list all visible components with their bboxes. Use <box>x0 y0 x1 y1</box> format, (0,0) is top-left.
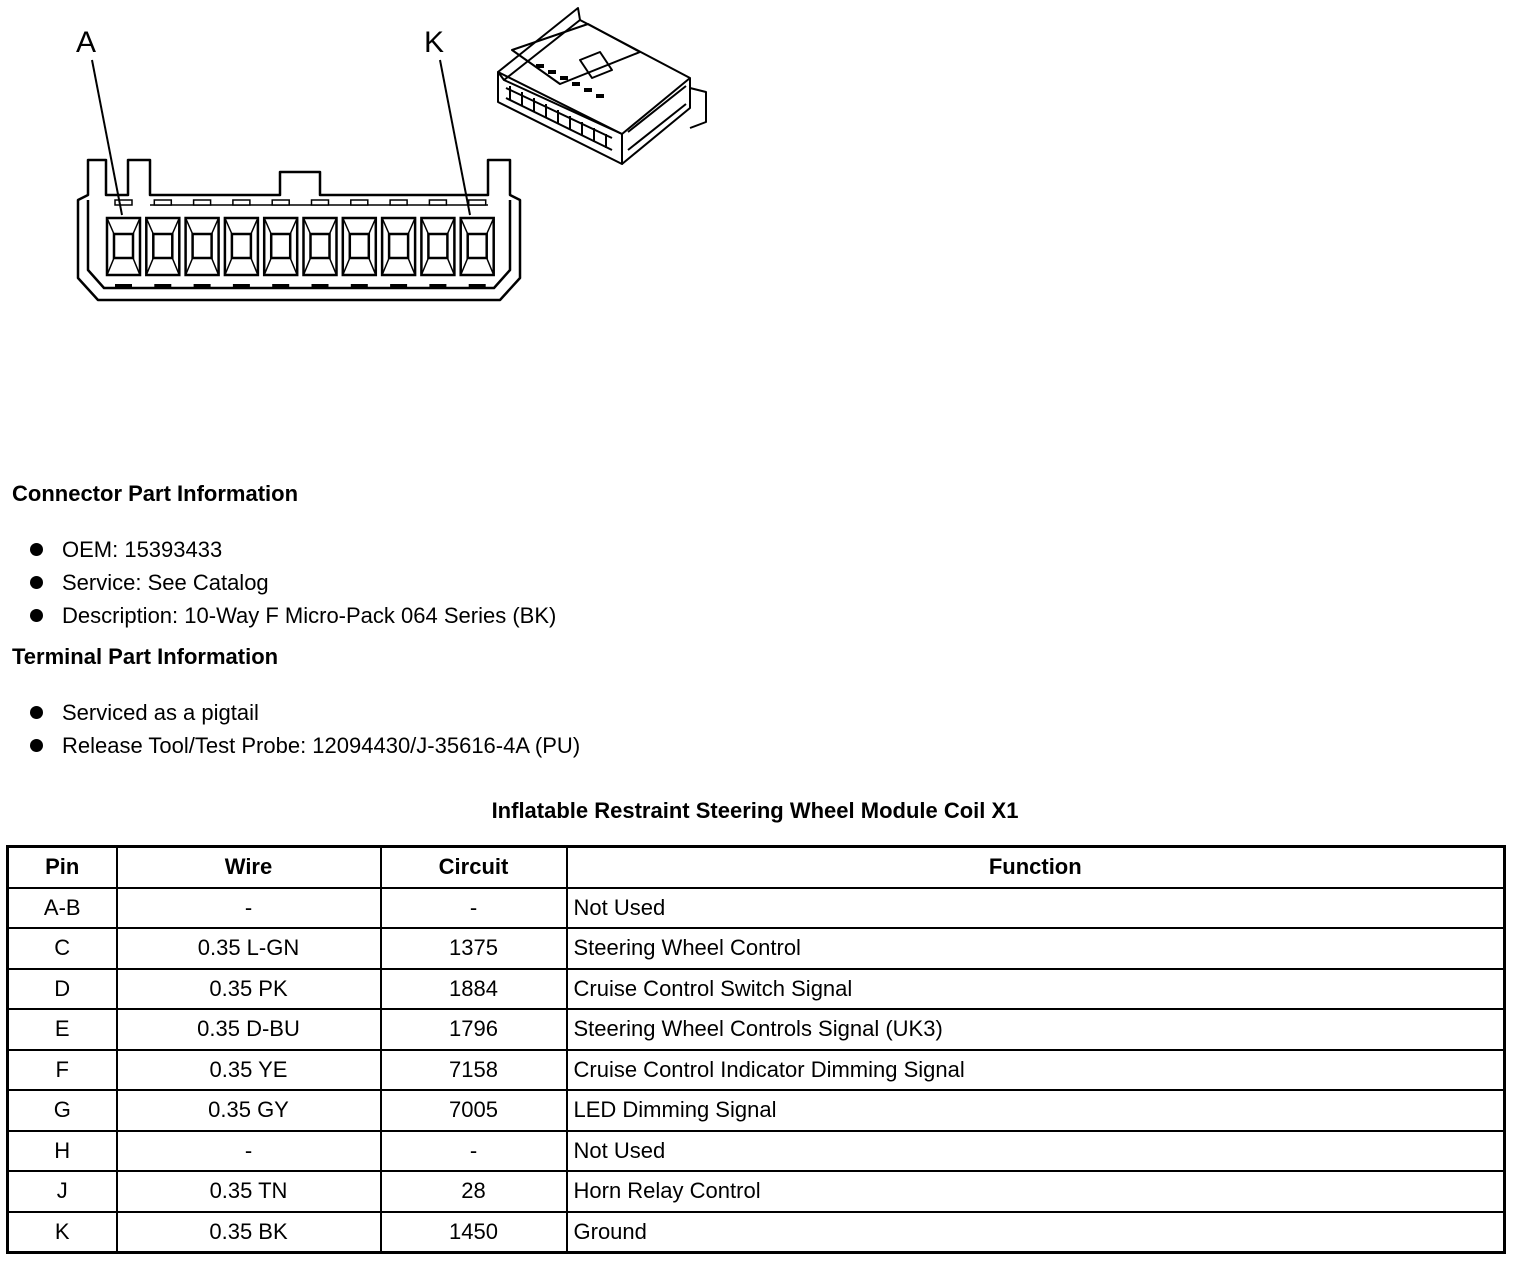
connector-diagram: A K <box>76 7 707 302</box>
table-title: Inflatable Restraint Steering Wheel Modu… <box>491 798 1019 823</box>
table-header-row: Pin Wire Circuit Function <box>6 845 1506 889</box>
list-item: OEM: 15393433 <box>28 533 556 566</box>
bullet-icon <box>30 609 43 622</box>
pin-cell: C <box>6 927 118 970</box>
wire-cell: 0.35 GY <box>115 1089 382 1132</box>
function-cell: Horn Relay Control <box>565 1170 1506 1213</box>
bullet-icon <box>30 706 43 719</box>
terminal-contact <box>230 232 253 260</box>
list-item: Description: 10-Way F Micro-Pack 064 Ser… <box>28 599 556 632</box>
terminal-contact <box>152 232 174 260</box>
connector-info-heading: Connector Part Information <box>12 481 299 506</box>
terminal-contact <box>112 232 135 260</box>
function-cell: Not Used <box>565 1129 1506 1172</box>
column-header-pin: Pin <box>6 845 118 889</box>
list-item: Serviced as a pigtail <box>28 696 580 729</box>
function-cell: Steering Wheel Control <box>565 927 1506 970</box>
list-item: Release Tool/Test Probe: 12094430/J-3561… <box>28 729 580 762</box>
bullet-icon <box>30 576 43 589</box>
wire-cell: 0.35 BK <box>115 1210 382 1254</box>
circuit-cell: 7158 <box>379 1048 568 1091</box>
pin-cell: F <box>6 1048 118 1091</box>
wire-cell: 0.35 D-BU <box>115 1008 382 1051</box>
wire-cell: 0.35 L-GN <box>115 927 382 970</box>
function-cell: Steering Wheel Controls Signal (UK3) <box>565 1008 1506 1051</box>
terminal-contact <box>191 232 213 260</box>
pin-cell: J <box>6 1170 118 1213</box>
wire-cell: - <box>115 886 382 929</box>
circuit-cell: 28 <box>379 1170 568 1213</box>
bullet-icon <box>30 739 43 752</box>
terminal-contact <box>348 232 371 260</box>
terminal-cavity <box>459 216 495 277</box>
wire-cell: 0.35 YE <box>115 1048 382 1091</box>
terminal-info-heading: Terminal Part Information <box>12 644 279 669</box>
wire-cell: 0.35 TN <box>115 1170 382 1213</box>
function-cell: Cruise Control Switch Signal <box>565 967 1506 1010</box>
connector-info-list: OEM: 15393433 Service: See Catalog Descr… <box>28 533 556 632</box>
circuit-cell: 1884 <box>379 967 568 1010</box>
pin-cell: G <box>6 1089 118 1132</box>
function-cell: Not Used <box>565 886 1506 929</box>
connector-isometric-icon <box>497 7 707 165</box>
table-row: A-B--Not Used <box>6 886 1506 929</box>
pin-cell: H <box>6 1129 118 1172</box>
wire-cell: - <box>115 1129 382 1172</box>
circuit-cell: - <box>379 1129 568 1172</box>
terminal-contact <box>309 232 331 260</box>
pin-cell: A-B <box>6 886 118 929</box>
function-cell: LED Dimming Signal <box>565 1089 1506 1132</box>
pin-cell: D <box>6 967 118 1010</box>
circuit-cell: 1375 <box>379 927 568 970</box>
terminal-info-list: Serviced as a pigtail Release Tool/Test … <box>28 696 580 762</box>
pin-a-label: A <box>76 26 96 59</box>
function-cell: Ground <box>565 1210 1506 1254</box>
terminal-contact <box>427 232 449 260</box>
circuit-cell: 1450 <box>379 1210 568 1254</box>
wire-cell: 0.35 PK <box>115 967 382 1010</box>
function-cell: Cruise Control Indicator Dimming Signal <box>565 1048 1506 1091</box>
bullet-icon <box>30 543 43 556</box>
column-header-wire: Wire <box>115 845 382 889</box>
list-item: Service: See Catalog <box>28 566 556 599</box>
pin-cell: E <box>6 1008 118 1051</box>
column-header-function: Function <box>565 845 1506 889</box>
pin-k-label: K <box>424 26 444 59</box>
circuit-cell: 7005 <box>379 1089 568 1132</box>
circuit-cell: - <box>379 886 568 929</box>
terminal-contact <box>387 232 410 260</box>
circuit-cell: 1796 <box>379 1008 568 1051</box>
column-header-circuit: Circuit <box>379 845 568 889</box>
pin-cell: K <box>6 1210 118 1254</box>
terminal-contact <box>466 232 488 260</box>
terminal-contact <box>269 232 292 260</box>
table-row: H--Not Used <box>6 1129 1506 1172</box>
